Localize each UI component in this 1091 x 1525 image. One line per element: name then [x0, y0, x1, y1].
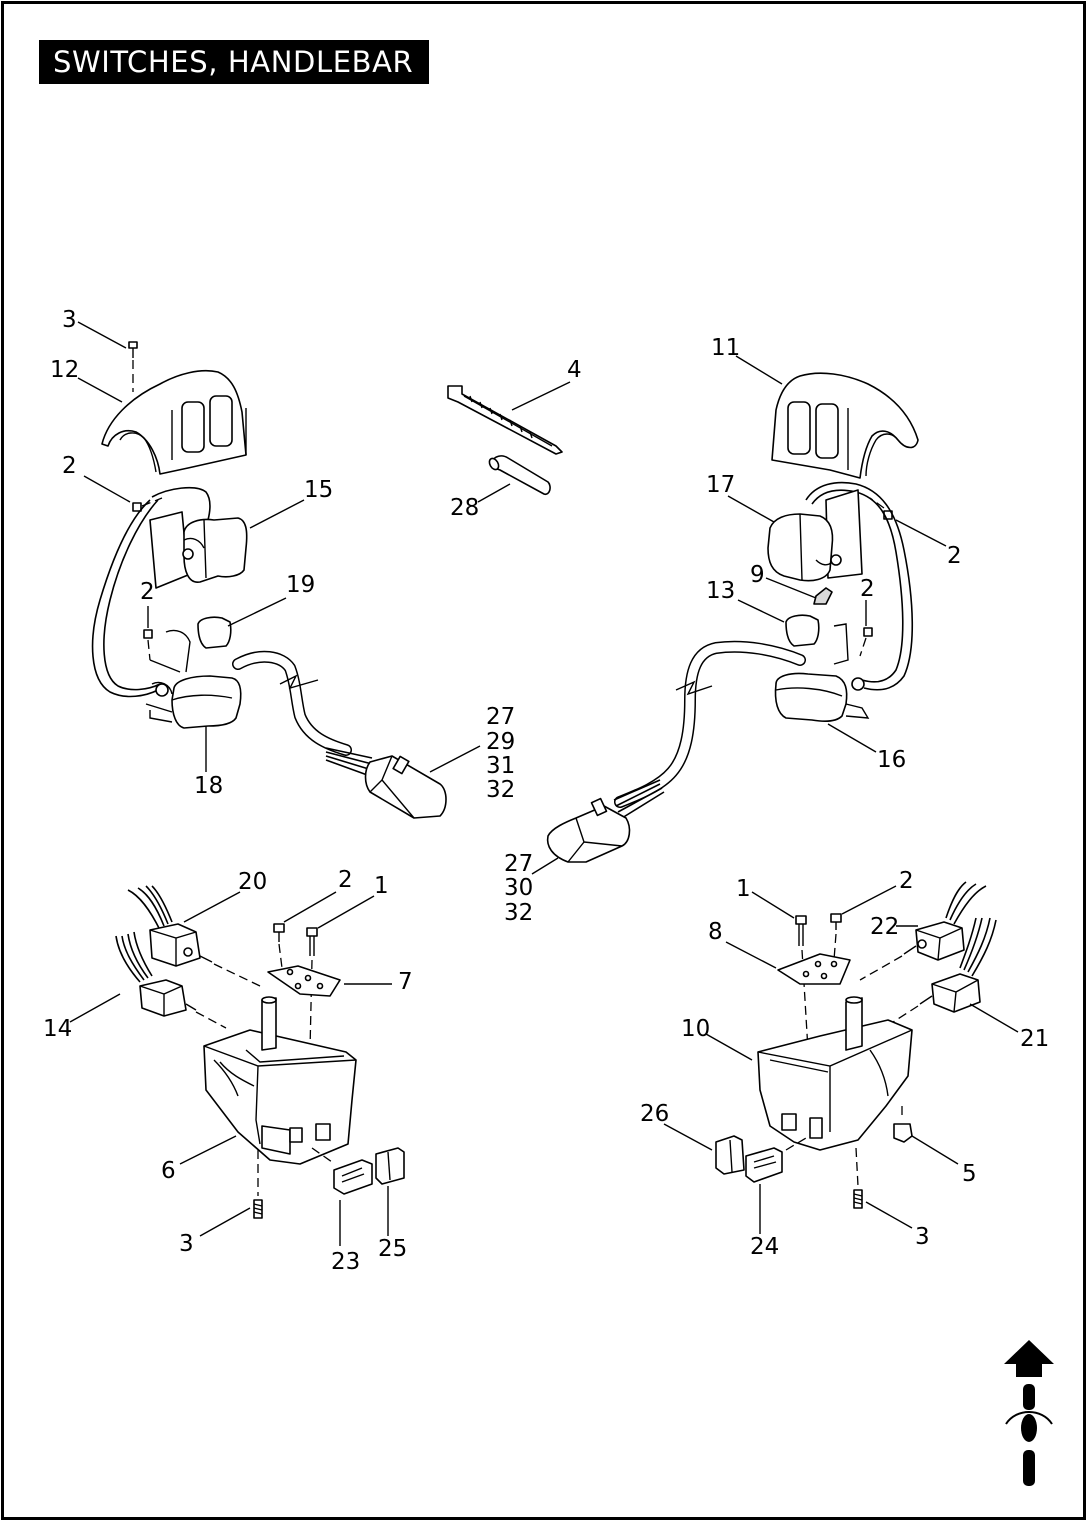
callout-26: 26: [640, 1101, 669, 1127]
callout-7: 7: [398, 969, 413, 995]
callout-27: 27: [504, 851, 533, 877]
right-small-clip: [813, 587, 833, 605]
callout-21: 21: [1020, 1026, 1049, 1052]
callout-19: 19: [286, 572, 315, 598]
left-switch-housing-lower-group: [115, 885, 405, 1219]
callout-32: 32: [486, 777, 515, 803]
callout-25: 25: [378, 1236, 407, 1262]
callout-16: 16: [877, 747, 906, 773]
screw-icon: [132, 502, 142, 512]
callout-5: 5: [962, 1161, 977, 1187]
screw-icon: [306, 927, 318, 956]
screw-icon: [128, 341, 138, 358]
callout-22: 22: [870, 914, 899, 940]
screw-icon: [863, 627, 873, 637]
screw-icon: [830, 913, 842, 930]
callout-13: 13: [706, 578, 735, 604]
callout-4: 4: [567, 357, 582, 383]
callout-14: 14: [43, 1016, 72, 1042]
callout-3: 3: [915, 1224, 930, 1250]
callout-2: 2: [62, 453, 77, 479]
right-switch-housing-lower-group: [715, 881, 997, 1209]
callout-2: 2: [338, 867, 353, 893]
left-button-25: [375, 1147, 405, 1185]
callout-30: 30: [504, 875, 533, 901]
callout-32: 32: [504, 900, 533, 926]
left-switch-20: [149, 923, 201, 967]
callout-12: 12: [50, 357, 79, 383]
callout-20: 20: [238, 869, 267, 895]
callout-1: 1: [374, 873, 389, 899]
left-mounting-plate: [267, 965, 341, 997]
callout-10: 10: [681, 1016, 710, 1042]
motorcycle-forward-arrow-icon: [1004, 1340, 1054, 1486]
right-harness-connector: [546, 805, 631, 863]
callout-2: 2: [947, 543, 962, 569]
tubing: [490, 455, 551, 496]
screw-icon: [795, 915, 807, 946]
callout-29: 29: [486, 729, 515, 755]
callout-24: 24: [750, 1234, 779, 1260]
callout-23: 23: [331, 1249, 360, 1275]
left-switch-14: [139, 979, 187, 1017]
right-mounting-plate: [777, 953, 851, 985]
page-title: SWITCHES, HANDLEBAR: [39, 40, 430, 84]
callout-1: 1: [736, 876, 751, 902]
callout-2: 2: [899, 868, 914, 894]
callout-27: 27: [486, 704, 515, 730]
right-lower-switch: [774, 672, 848, 722]
screw-icon: [143, 629, 153, 639]
callout-3: 3: [62, 307, 77, 333]
callout-11: 11: [711, 335, 740, 361]
left-upper-switch: [183, 517, 248, 583]
right-upper-switch: [767, 513, 834, 582]
callout-28: 28: [450, 495, 479, 521]
left-small-switch: [197, 616, 232, 649]
screw-icon: [273, 923, 285, 942]
left-switch-housing-upper-group: [91, 341, 447, 819]
callout-18: 18: [194, 773, 223, 799]
callout-2: 2: [140, 579, 155, 605]
right-small-switch: [785, 614, 820, 647]
screw-icon: [853, 1189, 863, 1209]
callout-labels: 3 12 2 15 2 19 18 4 28 11 17 2 9 13 2 16…: [43, 307, 1049, 1275]
callout-15: 15: [304, 477, 333, 503]
callout-6: 6: [161, 1158, 176, 1184]
left-button-23: [333, 1159, 373, 1195]
left-lower-switch: [171, 675, 242, 729]
callout-3: 3: [179, 1231, 194, 1257]
left-switch-cover: [101, 369, 247, 475]
leader-lines: [69, 321, 1019, 1246]
callout-8: 8: [708, 919, 723, 945]
cable-strap-group: [447, 385, 563, 496]
screw-icon: [253, 1199, 263, 1219]
right-switch-housing-upper-group: [546, 372, 919, 863]
callout-31: 31: [486, 753, 515, 779]
callout-17: 17: [706, 472, 735, 498]
callout-9: 9: [750, 562, 765, 588]
right-plug-5: [893, 1123, 913, 1143]
callout-2: 2: [860, 576, 875, 602]
right-button-26: [715, 1135, 745, 1175]
